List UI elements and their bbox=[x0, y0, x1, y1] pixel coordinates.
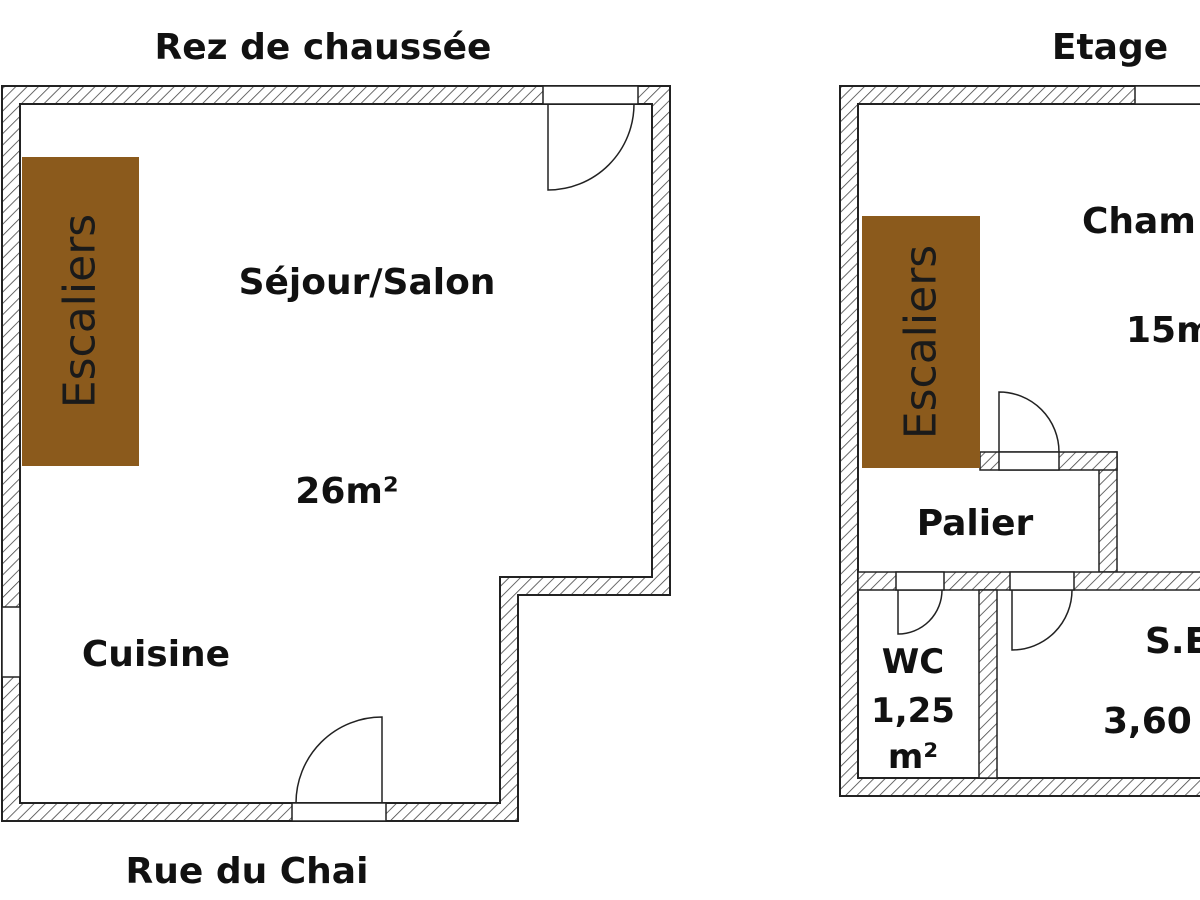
wc-door-swing bbox=[897, 589, 943, 635]
kitchen-name: Cuisine bbox=[82, 634, 230, 675]
upper-stairs-block bbox=[862, 216, 980, 468]
upper-stairs-label: Escaliers bbox=[896, 245, 947, 439]
street-name: Rue du Chai bbox=[126, 851, 369, 892]
bathroom-door-opening bbox=[1009, 571, 1075, 591]
ground-floor-plan: Escaliers Rez de chaussée Séjour/Salon 2… bbox=[1, 27, 671, 892]
living-room-area: 26m² bbox=[295, 471, 398, 512]
bedroom-area: 15m bbox=[1126, 310, 1200, 351]
ground-floor-title: Rez de chaussée bbox=[155, 27, 492, 68]
bedroom-name: Cham bbox=[1082, 201, 1196, 242]
wc-bath-partition bbox=[978, 589, 998, 779]
wc-area-line1: 1,25 bbox=[871, 691, 955, 731]
ground-floor-walls bbox=[1, 85, 671, 822]
bedroom-door-opening bbox=[998, 451, 1060, 471]
bathroom-name: S.E bbox=[1145, 621, 1200, 662]
ground-entrance-door-swing bbox=[295, 716, 383, 804]
upper-floor-walls bbox=[839, 85, 1200, 797]
ground-stairs-block bbox=[22, 157, 139, 466]
living-room-name: Séjour/Salon bbox=[239, 262, 496, 303]
ground-top-door-swing bbox=[547, 103, 635, 191]
bathroom-door-swing bbox=[1011, 589, 1073, 651]
landing-name: Palier bbox=[917, 503, 1034, 544]
bathroom-area: 3,60 bbox=[1103, 701, 1192, 742]
ground-entrance-door-opening bbox=[291, 802, 387, 822]
wc-area-line2: m² bbox=[888, 737, 938, 777]
upper-floor-title: Etage bbox=[1052, 27, 1168, 68]
ground-left-window bbox=[1, 606, 21, 678]
bedroom-door-swing bbox=[998, 391, 1060, 453]
ground-top-door-opening bbox=[542, 85, 639, 105]
upper-floor-plan: Escaliers Etage Cham 15m Palier WC 1,25 … bbox=[839, 27, 1200, 797]
wc-name: WC bbox=[882, 642, 944, 682]
wc-door-opening bbox=[895, 571, 945, 591]
ground-stairs-label: Escaliers bbox=[55, 214, 106, 408]
upper-top-door-opening bbox=[1134, 85, 1200, 105]
